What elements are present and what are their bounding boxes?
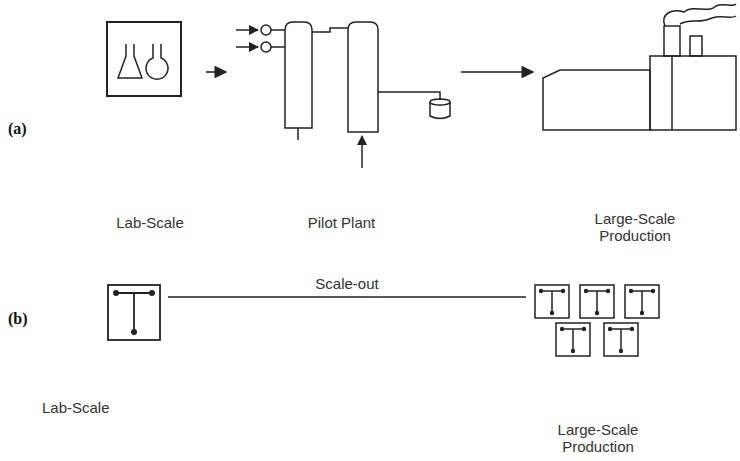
edge-label: Scale-out	[312, 275, 381, 292]
factory-illustration	[543, 4, 736, 130]
flow-arrow	[206, 71, 226, 73]
panel-label: (a)	[8, 120, 27, 138]
scale-stage-node: Large-Scale Production	[528, 280, 668, 460]
stage-caption: Large-Scale Production	[543, 421, 653, 455]
lab-glassware-icon	[107, 22, 181, 96]
scale-stage-node: Lab-Scale	[100, 18, 204, 240]
pilot-plant-node: Pilot Plant	[228, 18, 459, 240]
stage-caption: Pilot Plant	[228, 214, 455, 231]
pilot-plant-illustration	[236, 22, 450, 168]
panel-label: (b)	[8, 310, 28, 328]
microreactor-array	[535, 285, 659, 356]
microreactor-icon	[108, 285, 160, 340]
flow-arrow	[461, 71, 533, 73]
microreactor-dots	[113, 290, 155, 335]
scale-stage-node: Large-Scale Production	[535, 20, 735, 260]
stage-caption: Large-Scale Production	[575, 210, 695, 244]
flow-arrow	[168, 296, 526, 298]
stage-caption: Lab-Scale	[42, 399, 152, 416]
scale-stage-node: Lab-Scale	[36, 280, 166, 422]
stage-caption: Lab-Scale	[100, 214, 200, 231]
